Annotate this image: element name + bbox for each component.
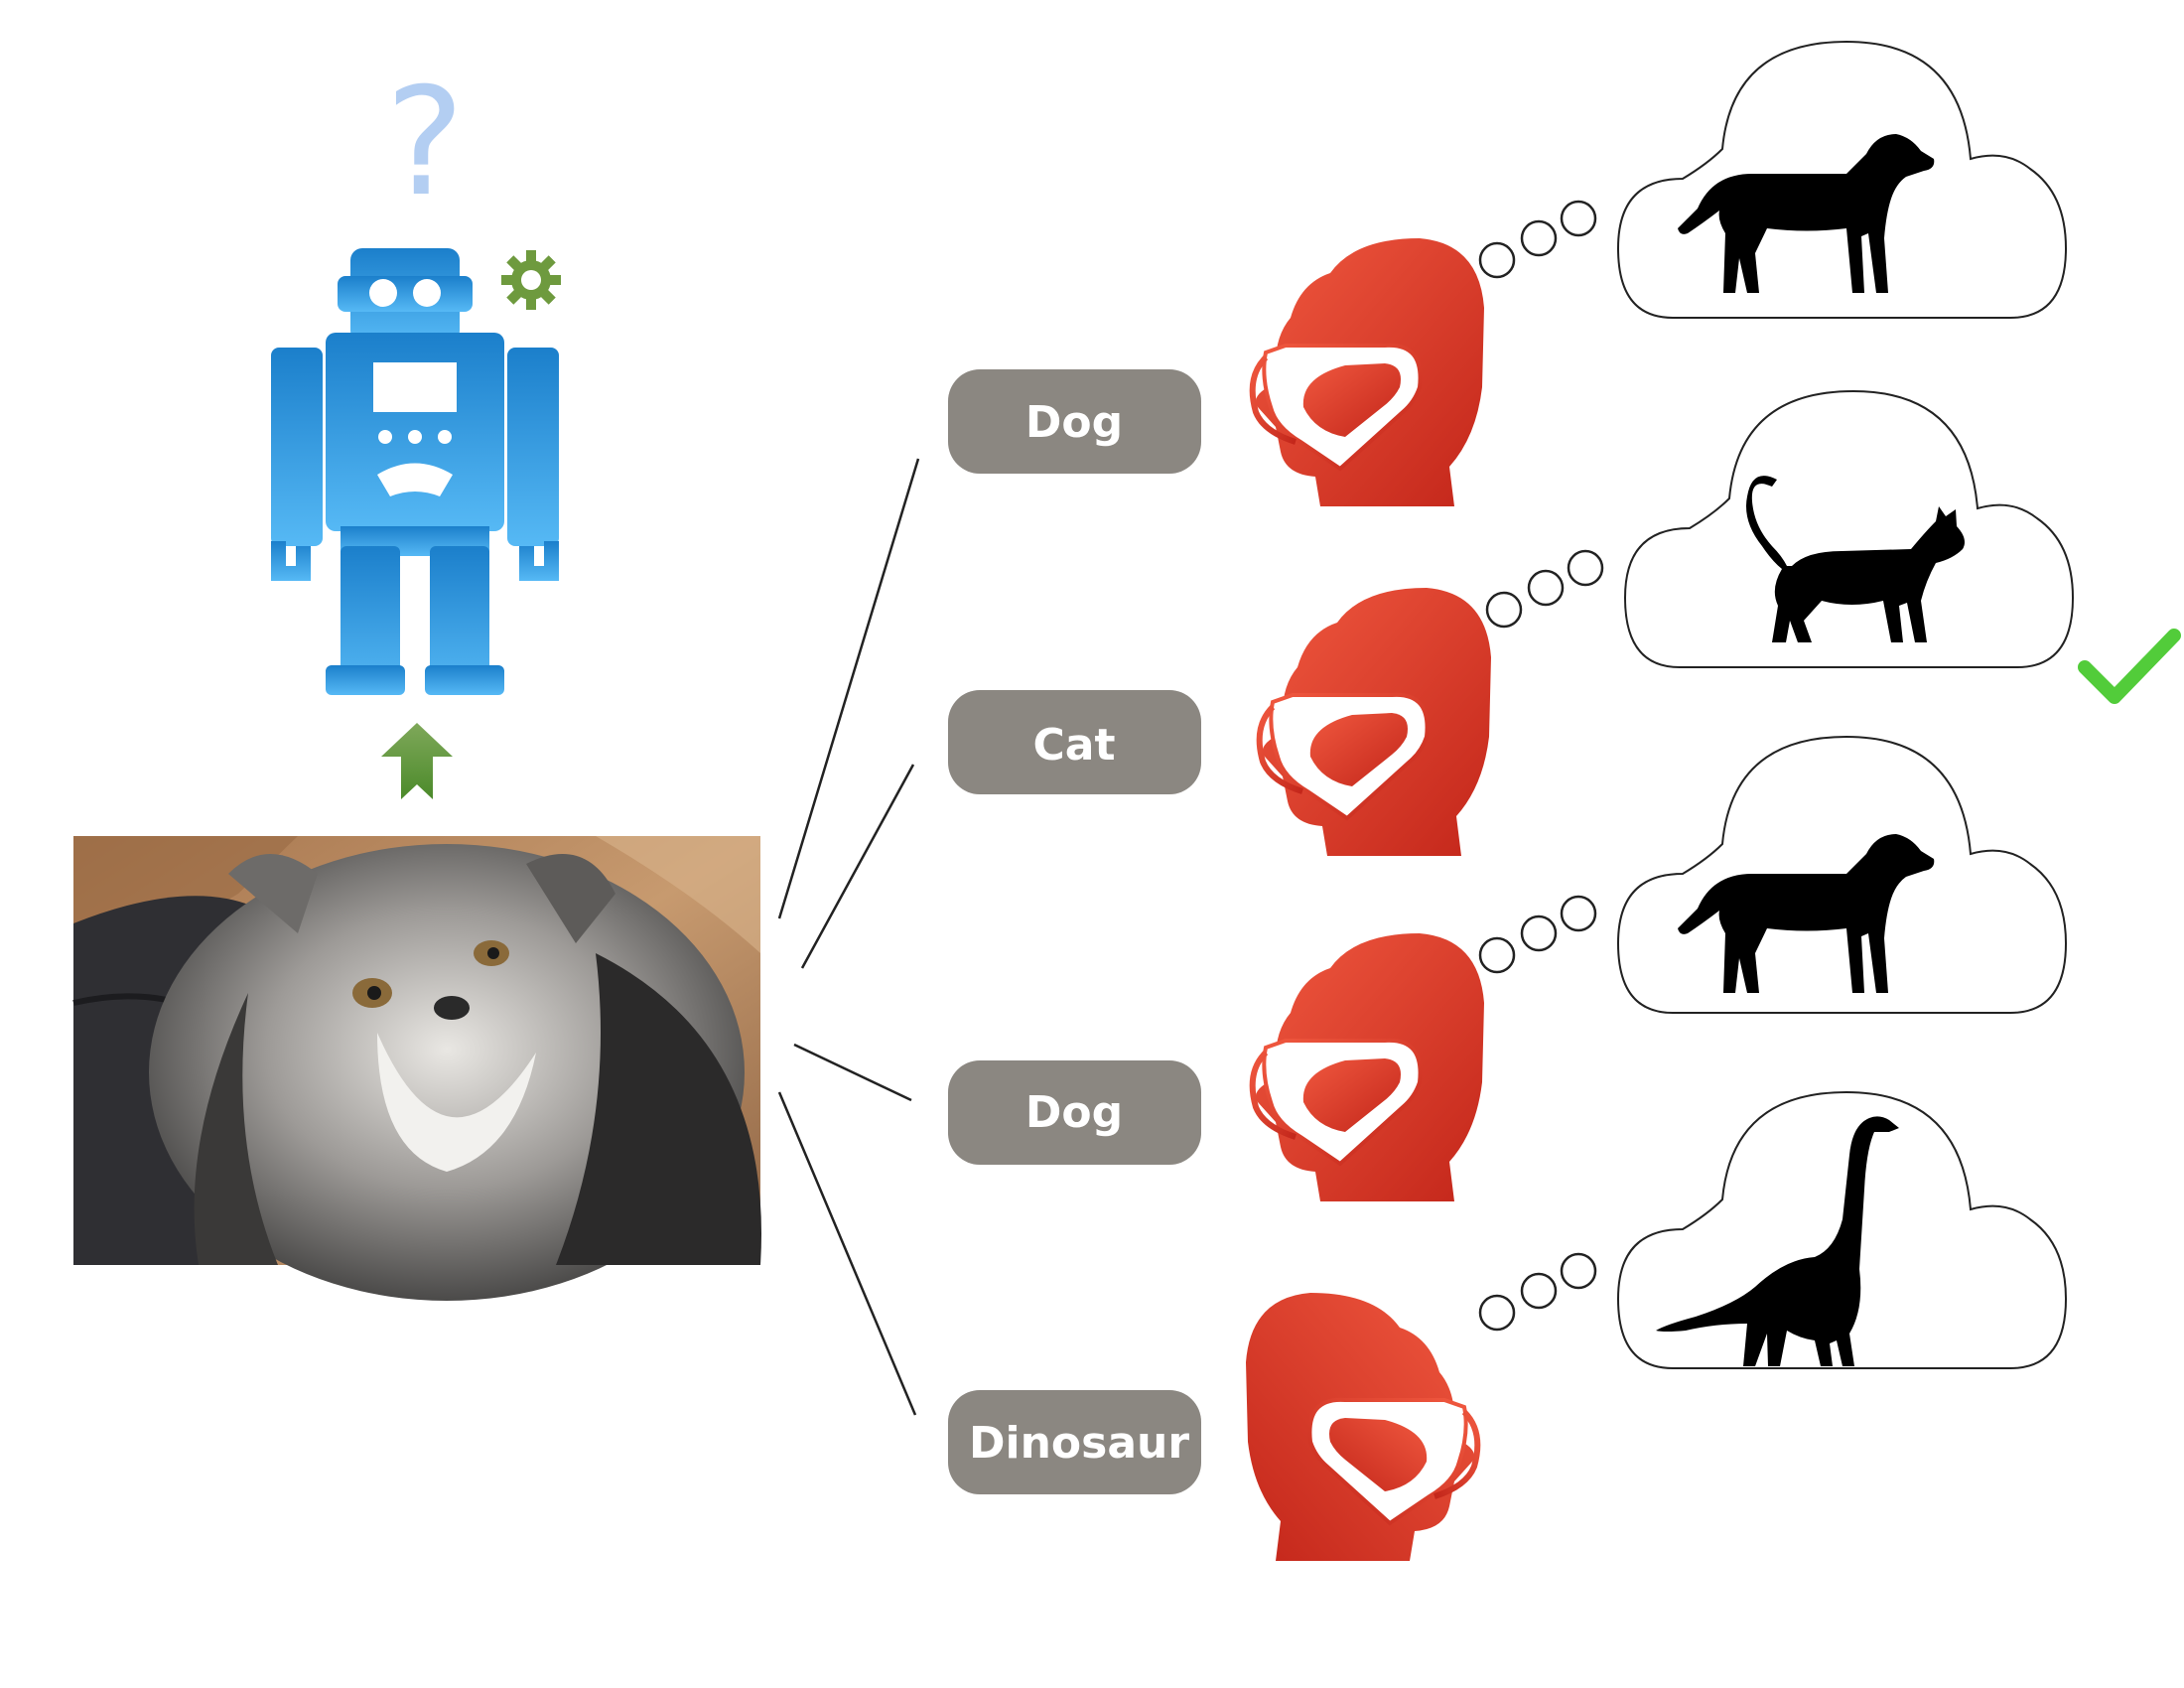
masked-head-icon	[1246, 1293, 1477, 1561]
hairy-animal-photo	[72, 836, 762, 1301]
annotator-row: Dinosaur	[948, 1091, 2067, 1561]
annotator-row: Dog	[948, 736, 2067, 1201]
thought-bubbles	[1478, 895, 1597, 974]
connector-line	[793, 1043, 912, 1102]
annotator-label: Dog	[1025, 1087, 1123, 1138]
masked-head-icon	[1253, 238, 1484, 506]
annotator-label: Cat	[1032, 720, 1115, 771]
label-pill	[948, 1060, 1201, 1165]
up-arrow-icon	[381, 723, 453, 799]
connector-line	[777, 1091, 917, 1416]
label-pill	[948, 369, 1201, 474]
connector-line	[800, 764, 915, 969]
connector-line	[777, 458, 920, 919]
gear-icon	[501, 250, 561, 310]
thought-cloud	[1624, 390, 2074, 668]
connector-lines	[777, 458, 920, 1416]
thought-bubbles	[1478, 1252, 1597, 1332]
annotator-label: Dinosaur	[969, 1418, 1189, 1469]
thought-bubbles	[1485, 549, 1604, 629]
label-pill	[948, 1390, 1201, 1494]
annotator-label: Dog	[1025, 397, 1123, 448]
annotator-row: Cat	[948, 390, 2181, 856]
masked-head-icon	[1253, 933, 1484, 1201]
checkmark-icon	[2078, 629, 2181, 704]
label-pill	[948, 690, 1201, 794]
masked-head-icon	[1260, 588, 1491, 856]
question-mark: ?	[385, 57, 465, 229]
annotator-row: Dog	[948, 41, 2067, 506]
robot-icon	[271, 248, 559, 695]
thought-bubbles	[1478, 200, 1597, 279]
